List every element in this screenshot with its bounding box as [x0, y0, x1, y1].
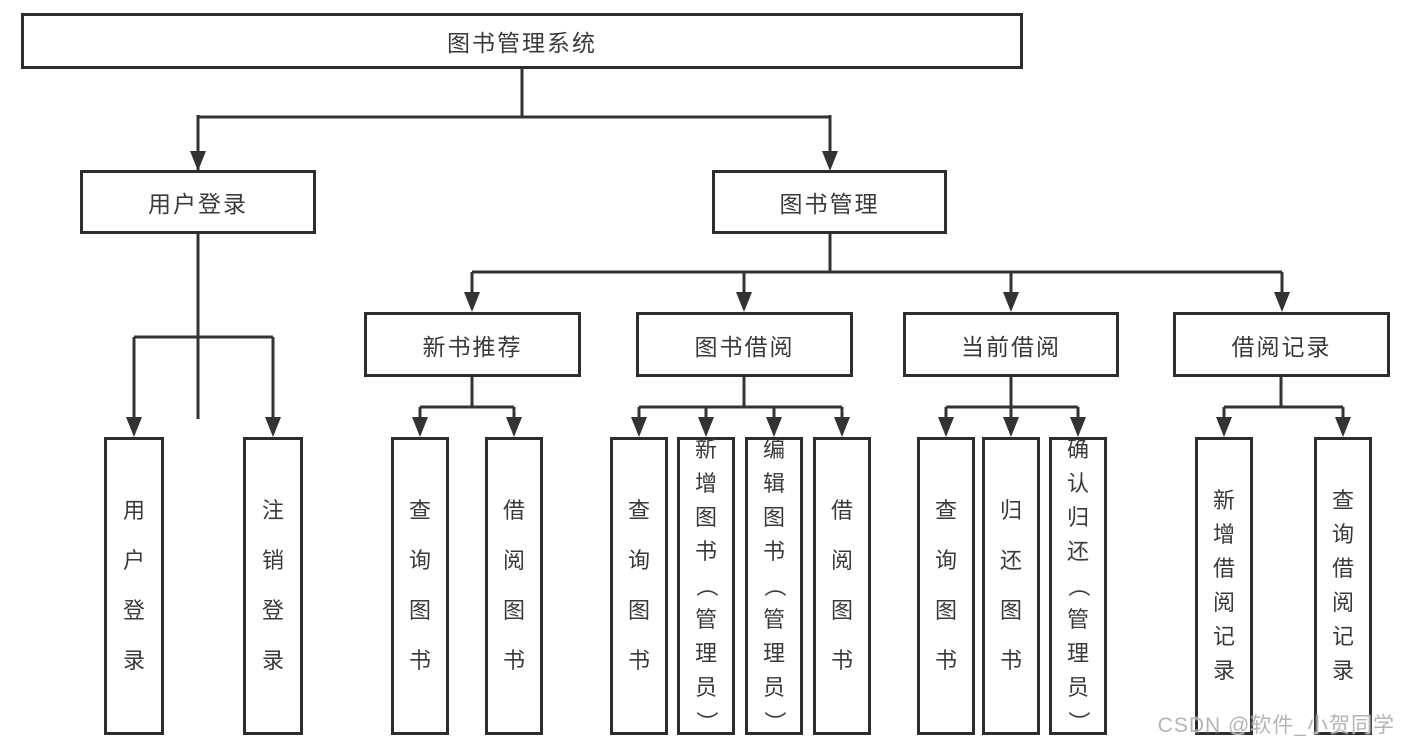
node-book-management: 图书管理	[712, 170, 947, 234]
node-borrow-records: 借阅记录	[1173, 312, 1390, 377]
node-user-login: 用户登录	[80, 170, 316, 234]
leaf-borrow-borrow-book: 借阅图书	[813, 437, 871, 735]
leaf-logout: 注销登录	[243, 437, 303, 735]
leaf-borrow-query-book: 查询图书	[610, 437, 668, 735]
leaf-user-login: 用户登录	[104, 437, 164, 735]
leaf-recommend-borrow-book: 借阅图书	[485, 437, 543, 735]
node-new-book-recommend: 新书推荐	[364, 312, 581, 377]
leaf-records-add-record: 新增借阅记录	[1195, 437, 1253, 735]
leaf-borrow-edit-book-admin: 编辑图书（管理员）	[745, 437, 803, 735]
leaf-current-return-book: 归还图书	[982, 437, 1040, 735]
node-book-borrow: 图书借阅	[636, 312, 853, 377]
leaf-records-query-record: 查询借阅记录	[1314, 437, 1372, 735]
leaf-current-query-book: 查询图书	[917, 437, 975, 735]
node-current-borrow: 当前借阅	[903, 312, 1119, 377]
leaf-borrow-add-book-admin: 新增图书（管理员）	[677, 437, 735, 735]
leaf-current-confirm-return-admin: 确认归还（管理员）	[1049, 437, 1107, 735]
csdn-watermark: CSDN @软件_小贺同学	[1157, 714, 1395, 737]
node-root: 图书管理系统	[21, 13, 1023, 69]
leaf-recommend-query-book: 查询图书	[391, 437, 449, 735]
